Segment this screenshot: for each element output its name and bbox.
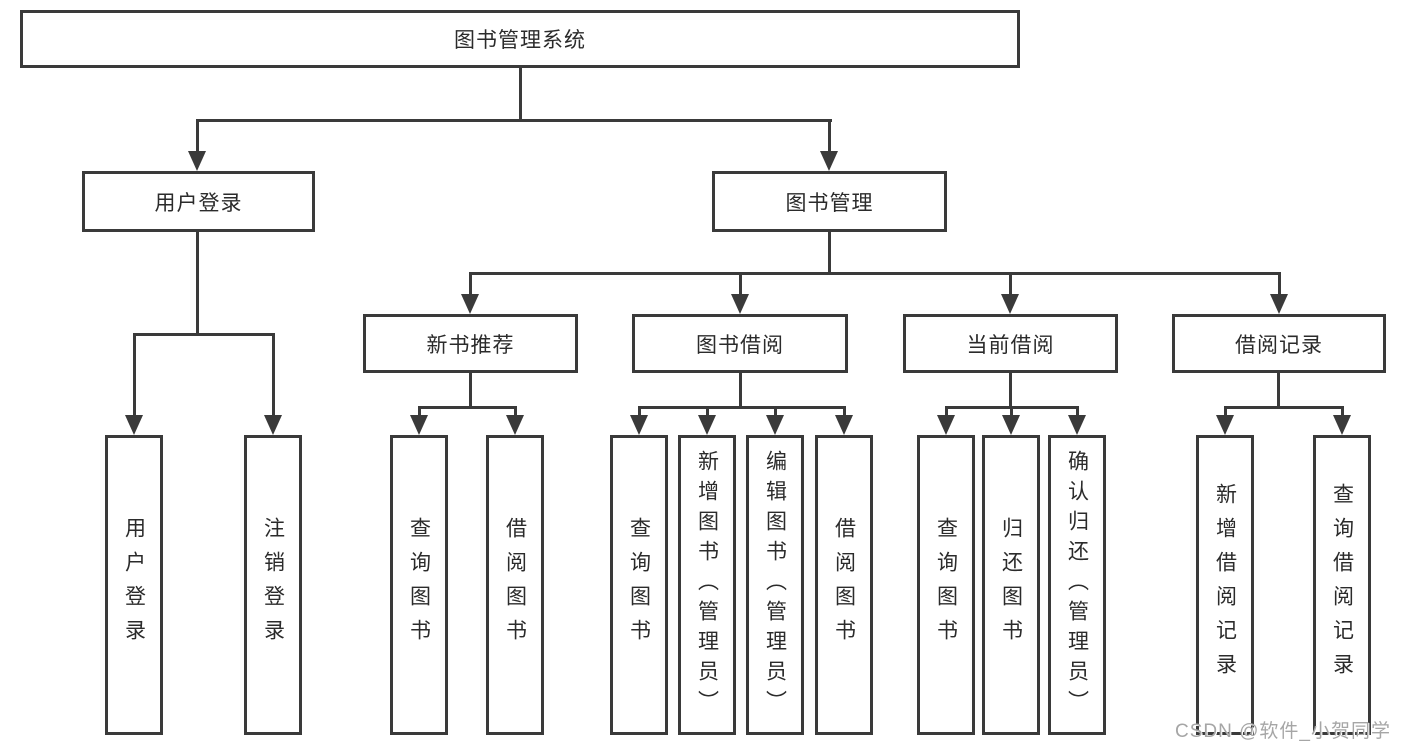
connector-line xyxy=(272,333,275,417)
leaf-label: 新增图书（管理员） xyxy=(695,450,719,720)
leaf-label: 确认归还（管理员） xyxy=(1065,450,1089,720)
leaf-query-books-recommend: 查询图书 xyxy=(390,435,448,735)
node-book-borrow: 图书借阅 xyxy=(632,314,848,373)
node-label: 借阅记录 xyxy=(1235,333,1323,357)
arrowhead-icon xyxy=(506,415,524,435)
connector-line xyxy=(196,232,199,333)
arrowhead-icon xyxy=(1270,294,1288,314)
leaf-label: 查询图书 xyxy=(627,517,651,653)
arrowhead-icon xyxy=(1068,415,1086,435)
arrowhead-icon xyxy=(1001,294,1019,314)
node-label: 图书借阅 xyxy=(696,333,784,357)
connector-line xyxy=(1278,272,1281,296)
connector-line xyxy=(1009,272,1012,296)
leaf-label: 借阅图书 xyxy=(503,517,527,653)
arrowhead-icon xyxy=(1002,415,1020,435)
leaf-label: 用户登录 xyxy=(122,517,146,653)
connector-line xyxy=(828,232,831,272)
connector-line xyxy=(739,373,742,406)
connector-line xyxy=(1009,373,1012,406)
node-label: 新书推荐 xyxy=(426,333,515,357)
connector-line xyxy=(469,373,472,406)
connector-line xyxy=(519,68,522,119)
connector-line xyxy=(196,119,199,153)
leaf-query-books-current: 查询图书 xyxy=(917,435,975,735)
arrowhead-icon xyxy=(698,415,716,435)
connector-line xyxy=(418,406,421,418)
node-label: 用户登录 xyxy=(154,191,243,215)
leaf-label: 新增借阅记录 xyxy=(1213,483,1237,687)
node-label: 图书管理系统 xyxy=(454,29,586,52)
arrowhead-icon xyxy=(937,415,955,435)
leaf-label: 查询借阅记录 xyxy=(1330,483,1354,687)
leaf-add-books-admin: 新增图书（管理员） xyxy=(678,435,736,735)
connector-line xyxy=(706,406,709,418)
leaf-return-books: 归还图书 xyxy=(982,435,1040,735)
arrowhead-icon xyxy=(630,415,648,435)
connector-line xyxy=(1224,406,1344,409)
node-book-management: 图书管理 xyxy=(712,171,947,232)
connector-line xyxy=(196,119,832,122)
arrowhead-icon xyxy=(766,415,784,435)
leaf-label: 归还图书 xyxy=(999,517,1023,653)
connector-line xyxy=(638,406,641,418)
arrowhead-icon xyxy=(1216,415,1234,435)
leaf-borrow-books-recommend: 借阅图书 xyxy=(486,435,544,735)
arrowhead-icon xyxy=(820,151,838,171)
connector-line xyxy=(418,406,517,409)
leaf-borrow-books: 借阅图书 xyxy=(815,435,873,735)
connector-line xyxy=(469,272,472,296)
leaf-label: 注销登录 xyxy=(261,517,285,653)
leaf-query-books-borrow: 查询图书 xyxy=(610,435,668,735)
arrowhead-icon xyxy=(461,294,479,314)
connector-line xyxy=(739,272,742,296)
connector-line xyxy=(469,272,1281,275)
node-borrow-record: 借阅记录 xyxy=(1172,314,1386,373)
connector-line xyxy=(945,406,948,418)
leaf-logout: 注销登录 xyxy=(244,435,302,735)
connector-line xyxy=(1277,373,1280,406)
arrowhead-icon xyxy=(731,294,749,314)
connector-line xyxy=(638,406,846,409)
connector-line xyxy=(843,406,846,418)
node-new-book-recommend: 新书推荐 xyxy=(363,314,578,373)
connector-line xyxy=(1076,406,1079,418)
arrowhead-icon xyxy=(188,151,206,171)
leaf-confirm-return-admin: 确认归还（管理员） xyxy=(1048,435,1106,735)
leaf-label: 查询图书 xyxy=(934,517,958,653)
connector-line xyxy=(1010,406,1013,418)
leaf-user-login: 用户登录 xyxy=(105,435,163,735)
node-user-login: 用户登录 xyxy=(82,171,315,232)
arrowhead-icon xyxy=(264,415,282,435)
leaf-label: 借阅图书 xyxy=(832,517,856,653)
arrowhead-icon xyxy=(410,415,428,435)
node-library-management-system: 图书管理系统 xyxy=(20,10,1020,68)
node-current-borrow: 当前借阅 xyxy=(903,314,1118,373)
arrowhead-icon xyxy=(835,415,853,435)
node-label: 图书管理 xyxy=(785,191,874,215)
connector-line xyxy=(828,119,831,153)
connector-line xyxy=(133,333,136,417)
leaf-edit-books-admin: 编辑图书（管理员） xyxy=(746,435,804,735)
connector-line xyxy=(514,406,517,418)
leaf-label: 编辑图书（管理员） xyxy=(763,450,787,720)
arrowhead-icon xyxy=(125,415,143,435)
leaf-add-borrow-record: 新增借阅记录 xyxy=(1196,435,1254,735)
connector-line xyxy=(774,406,777,418)
connector-line xyxy=(133,333,275,336)
connector-line xyxy=(1341,406,1344,418)
csdn-watermark: CSDN @软件_小贺同学 xyxy=(1175,721,1391,742)
leaf-label: 查询图书 xyxy=(407,517,431,653)
leaf-query-borrow-record: 查询借阅记录 xyxy=(1313,435,1371,735)
arrowhead-icon xyxy=(1333,415,1351,435)
node-label: 当前借阅 xyxy=(966,333,1055,357)
connector-line xyxy=(1224,406,1227,418)
